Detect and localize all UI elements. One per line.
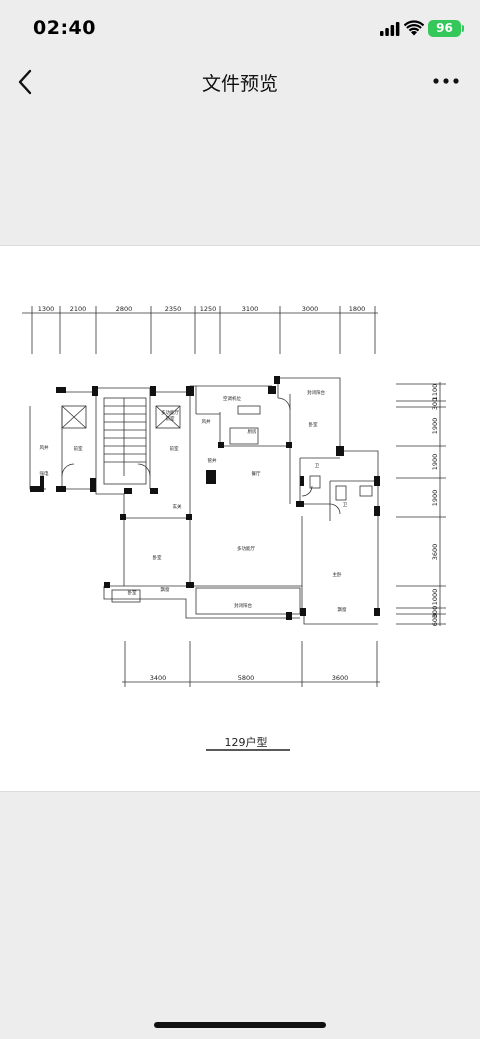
right-dim-label: 1900 [431,454,439,471]
room-label: 卧室 [128,589,137,596]
battery-indicator: 96 [428,20,464,37]
home-indicator[interactable] [154,1022,326,1028]
room-label: 封闭阳台 [307,389,325,396]
room-label: 封闭阳台 [234,602,252,609]
top-dim-label: 2350 [165,305,182,313]
room-label: 餐厅 [252,470,261,477]
right-dim-label: 1900 [431,418,439,435]
room-label: 风井 [202,418,211,425]
room-label: 玄关 [173,503,182,510]
top-dim-label: 3100 [242,305,259,313]
floor-plan-drawing: 1300 2100 2800 2350 1250 3100 3000 1800 … [22,305,446,751]
room-label: 前室 [74,445,83,452]
plan-caption: 129户型 [225,735,268,749]
bottom-dim-label: 3400 [150,674,167,682]
room-label: 厨房 [248,428,257,435]
room-label: 前室 [166,415,175,422]
room-label: 多功能厅 [237,545,255,552]
more-options-icon[interactable] [432,76,460,86]
room-label: 多功能厅 [161,409,179,416]
status-bar: 02:40 96 [0,0,480,56]
top-dim-label: 1250 [200,305,217,313]
top-dim-label: 2800 [116,305,133,313]
status-time: 02:40 [33,17,96,39]
room-label: 飘窗 [161,586,170,593]
room-label: 风井 [40,444,49,451]
room-label: 卧室 [309,421,318,428]
room-label: 卧室 [153,554,162,561]
top-dim-label: 1300 [38,305,55,313]
back-chevron-icon[interactable] [12,66,40,98]
room-label: 空调机位 [223,395,241,402]
document-preview[interactable]: 1300 2100 2800 2350 1250 3100 3000 1800 … [0,245,480,792]
room-label: 主卧 [333,571,342,578]
page-title: 文件预览 [201,73,278,95]
right-dim-label: 1000 [431,589,439,606]
right-dim-label: 3600 [431,544,439,561]
right-dim-label: 1900 [431,490,439,507]
cellular-signal-icon [380,22,400,36]
room-label: 前室 [170,445,179,452]
right-dim-label: 1100 [431,384,439,401]
wifi-icon [404,20,424,36]
room-label: 管井 [208,457,217,464]
right-dim-label: 600 [431,614,439,626]
right-dim-label: 300 [431,398,439,410]
room-label: 卫 [315,463,320,469]
top-dim-label: 1800 [349,305,366,313]
right-dim-label: 300 [431,606,439,618]
top-dim-label: 2100 [70,305,87,313]
room-label: 强电 [40,470,49,477]
bottom-dim-label: 3600 [332,674,349,682]
room-label: 飘窗 [338,606,347,613]
nav-bar: 文件预览 [0,56,480,108]
bottom-dim-label: 5800 [238,674,255,682]
room-label: 卫 [343,502,348,508]
top-dim-label: 3000 [302,305,319,313]
